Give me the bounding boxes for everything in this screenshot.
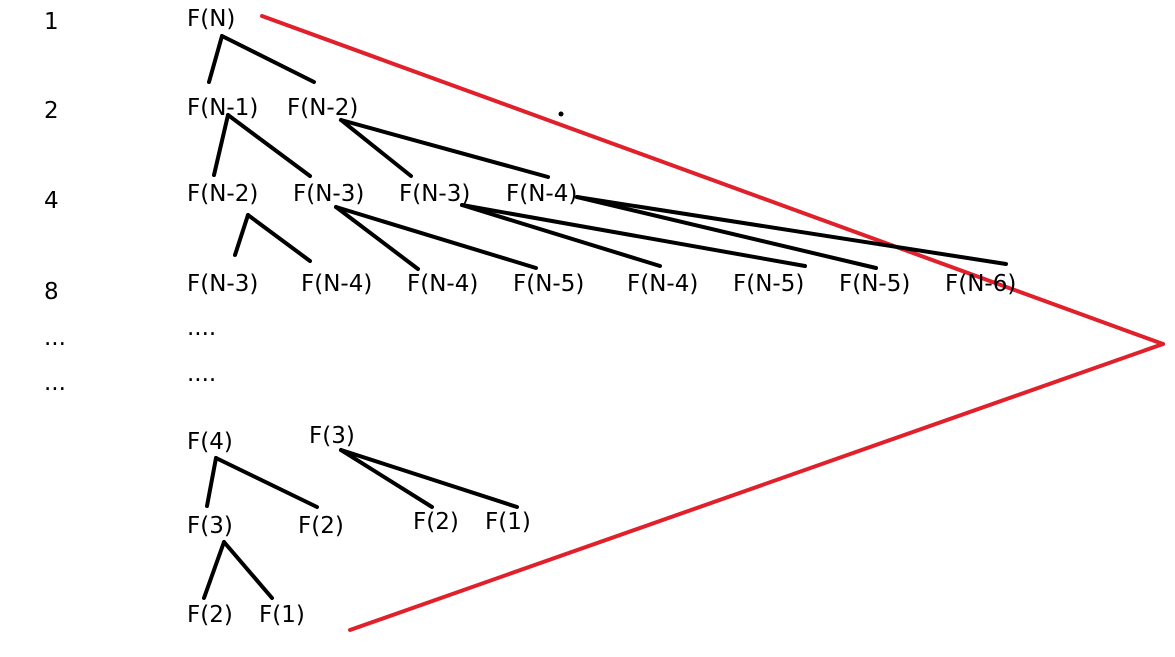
level-label-8: 8	[44, 279, 59, 305]
edge-f4-right	[214, 456, 319, 509]
red-triangle	[260, 14, 1165, 632]
tree-edges	[202, 34, 1008, 600]
edge-r3d-left	[575, 195, 878, 270]
level-label-ellipsis-1: ...	[44, 325, 66, 351]
edge-r3d-right	[575, 195, 1008, 266]
edge-f3c-left	[202, 540, 226, 600]
level-label-4: 4	[44, 188, 59, 214]
node-f4: F(4)	[187, 429, 233, 455]
node-row3-2: F(N-3)	[399, 181, 471, 207]
edge-r3b-right	[334, 205, 538, 270]
edge-f3b-left	[339, 448, 434, 509]
node-row4-5: F(N-5)	[733, 271, 805, 297]
node-row4-2: F(N-4)	[407, 271, 479, 297]
edge-r3c-left	[460, 203, 662, 268]
node-f3-right: F(3)	[309, 423, 355, 449]
edge-r3a-left	[233, 213, 250, 257]
edge-n2-right	[339, 118, 550, 179]
level-label-2: 2	[44, 98, 59, 124]
node-row4-6: F(N-5)	[839, 271, 911, 297]
edge-n1-left	[212, 113, 230, 177]
node-f3-lower: F(3)	[187, 513, 233, 539]
edge-root-left	[207, 34, 224, 84]
node-row3-3: F(N-4)	[506, 181, 578, 207]
edge-n2-left	[339, 118, 413, 178]
node-f2-b: F(2)	[413, 509, 459, 535]
triangle-upper-edge	[260, 14, 1165, 346]
node-row2-0: F(N-1)	[187, 95, 259, 121]
node-row4-1: F(N-4)	[301, 271, 373, 297]
node-row4-4: F(N-4)	[627, 271, 699, 297]
node-row4-0: F(N-3)	[187, 271, 259, 297]
edge-root-right	[220, 34, 316, 84]
edge-r3c-right	[460, 203, 807, 268]
node-f1-b: F(1)	[259, 602, 305, 628]
node-row4-3: F(N-5)	[513, 271, 585, 297]
node-root: F(N)	[187, 6, 236, 32]
edge-r3a-right	[246, 213, 312, 263]
edge-f4-left	[205, 456, 218, 508]
edge-r3b-left	[334, 205, 420, 271]
edge-f3c-right	[222, 540, 274, 600]
node-f1-a: F(1)	[485, 509, 531, 535]
tree-ellipsis-1: ....	[187, 315, 217, 341]
node-f2-a: F(2)	[298, 513, 344, 539]
node-f2-c: F(2)	[187, 602, 233, 628]
node-row4-7: F(N-6)	[945, 271, 1017, 297]
triangle-lower-edge	[348, 342, 1165, 632]
tree-ellipsis-2: ....	[187, 361, 217, 387]
node-row3-0: F(N-2)	[187, 181, 259, 207]
level-label-1: 1	[44, 9, 59, 35]
edge-n1-right	[226, 113, 312, 178]
stray-dot	[558, 111, 564, 117]
level-label-ellipsis-2: ...	[44, 370, 66, 396]
node-row3-1: F(N-3)	[293, 181, 365, 207]
edge-f3b-right	[339, 448, 519, 509]
node-row2-1: F(N-2)	[287, 95, 359, 121]
